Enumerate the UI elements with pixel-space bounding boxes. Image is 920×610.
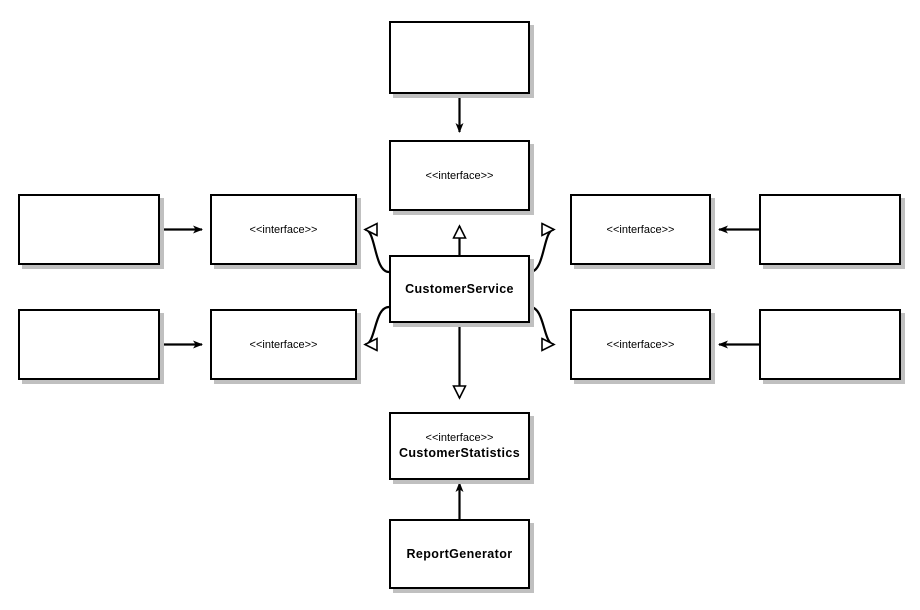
uml-node-customer-statistics[interactable]: <<interface>> CustomerStatistics xyxy=(389,412,530,480)
stereotype-label: <<interface>> xyxy=(249,223,318,236)
stereotype-label: <<interface>> xyxy=(606,338,675,351)
node-name-label: ReportGenerator xyxy=(406,547,513,561)
uml-node-left-lower-interface[interactable]: <<interface>> xyxy=(210,309,357,380)
uml-node-right-lower-interface[interactable]: <<interface>> xyxy=(570,309,711,380)
edge-customer-service-realizes-right-lower-interface xyxy=(529,305,554,345)
node-name-label: CustomerStatistics xyxy=(398,446,521,460)
uml-node-right-upper-client[interactable] xyxy=(759,194,901,265)
node-name-label: CustomerService xyxy=(405,282,514,296)
uml-node-left-lower-client[interactable] xyxy=(18,309,160,380)
uml-node-top-interface[interactable]: <<interface>> xyxy=(389,140,530,211)
uml-node-right-lower-client[interactable] xyxy=(759,309,901,380)
uml-node-customer-service[interactable]: CustomerService xyxy=(389,255,530,323)
edge-customer-service-realizes-right-upper-interface xyxy=(529,230,554,274)
uml-node-report-generator[interactable]: ReportGenerator xyxy=(389,519,530,589)
stereotype-label: <<interface>> xyxy=(425,432,494,444)
stereotype-label: <<interface>> xyxy=(606,223,675,236)
edge-customer-service-realizes-left-upper-interface xyxy=(365,230,390,274)
edge-customer-service-realizes-left-lower-interface xyxy=(365,305,390,345)
uml-node-left-upper-client[interactable] xyxy=(18,194,160,265)
stereotype-label: <<interface>> xyxy=(425,169,494,182)
uml-node-right-upper-interface[interactable]: <<interface>> xyxy=(570,194,711,265)
uml-node-left-upper-interface[interactable]: <<interface>> xyxy=(210,194,357,265)
uml-node-top-client[interactable] xyxy=(389,21,530,94)
stereotype-label: <<interface>> xyxy=(249,338,318,351)
